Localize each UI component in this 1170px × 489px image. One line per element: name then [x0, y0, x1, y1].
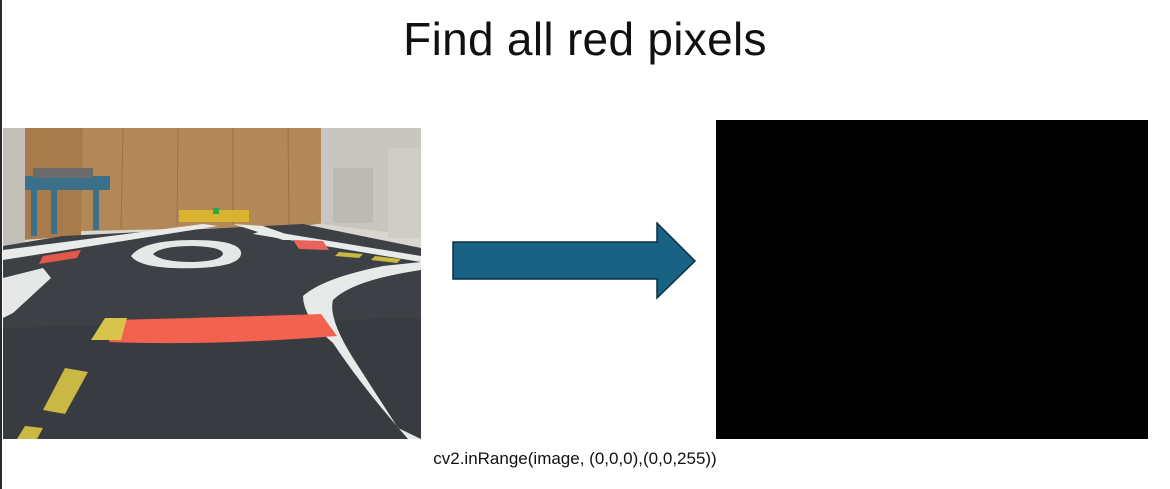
slide-left-border — [0, 0, 2, 489]
input-camera-image — [3, 128, 421, 439]
right-arrow-icon — [452, 221, 697, 300]
slide-title: Find all red pixels — [403, 13, 767, 65]
code-caption: cv2.inRange(image, (0,0,0),(0,0,255)) — [433, 449, 717, 468]
output-mask-image — [716, 120, 1148, 439]
